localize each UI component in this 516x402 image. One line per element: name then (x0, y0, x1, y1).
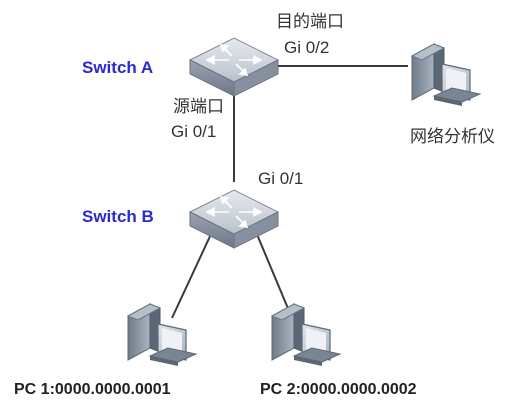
switch-a-label: Switch A (82, 58, 153, 77)
switch-a-src-port-id: Gi 0/1 (171, 122, 216, 141)
switch-a-icon[interactable] (189, 37, 279, 97)
pc1-icon[interactable] (127, 303, 197, 367)
network-analyzer-pc-icon[interactable] (411, 43, 481, 107)
network-analyzer-label: 网络分析仪 (410, 127, 495, 146)
switch-a-dest-port-title: 目的端口 (276, 12, 344, 31)
pc1-label: PC 1:0000.0000.0001 (14, 381, 171, 398)
pc2-icon[interactable] (271, 303, 341, 367)
link-switch-b-to-pc2 (255, 231, 293, 319)
switch-b-label: Switch B (82, 207, 154, 226)
pc2-label: PC 2:0000.0000.0002 (260, 381, 417, 398)
link-switch-b-to-pc1 (171, 231, 213, 319)
switch-b-icon[interactable] (189, 189, 279, 249)
switch-b-uplink-port-id: Gi 0/1 (258, 169, 303, 188)
switch-a-src-port-title: 源端口 (173, 97, 224, 116)
switch-a-dest-port-id: Gi 0/2 (284, 38, 329, 57)
